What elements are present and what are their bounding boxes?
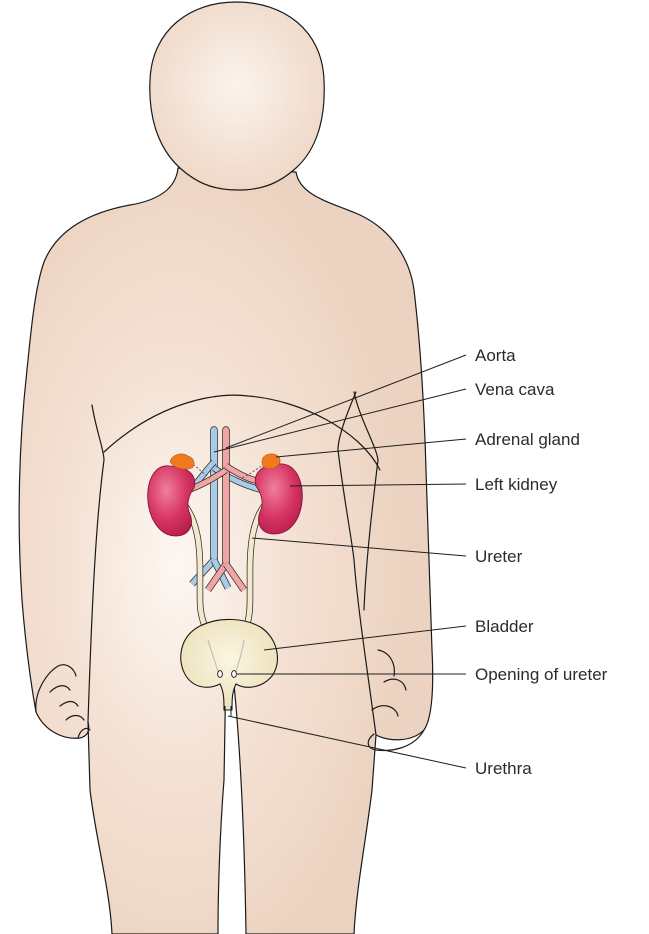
ureter-opening-left bbox=[218, 671, 223, 678]
label-bladder: Bladder bbox=[475, 617, 534, 636]
label-vena-cava: Vena cava bbox=[475, 380, 555, 399]
label-adrenal-gland: Adrenal gland bbox=[475, 430, 580, 449]
label-opening-of-ureter: Opening of ureter bbox=[475, 665, 608, 684]
label-urethra: Urethra bbox=[475, 759, 532, 778]
label-left-kidney: Left kidney bbox=[475, 475, 558, 494]
label-aorta: Aorta bbox=[475, 346, 516, 365]
left-adrenal-gland bbox=[262, 454, 280, 469]
ureter-opening-right bbox=[232, 671, 237, 678]
labels: Aorta Vena cava Adrenal gland Left kidne… bbox=[475, 346, 608, 778]
head bbox=[150, 2, 324, 190]
label-ureter: Ureter bbox=[475, 547, 523, 566]
